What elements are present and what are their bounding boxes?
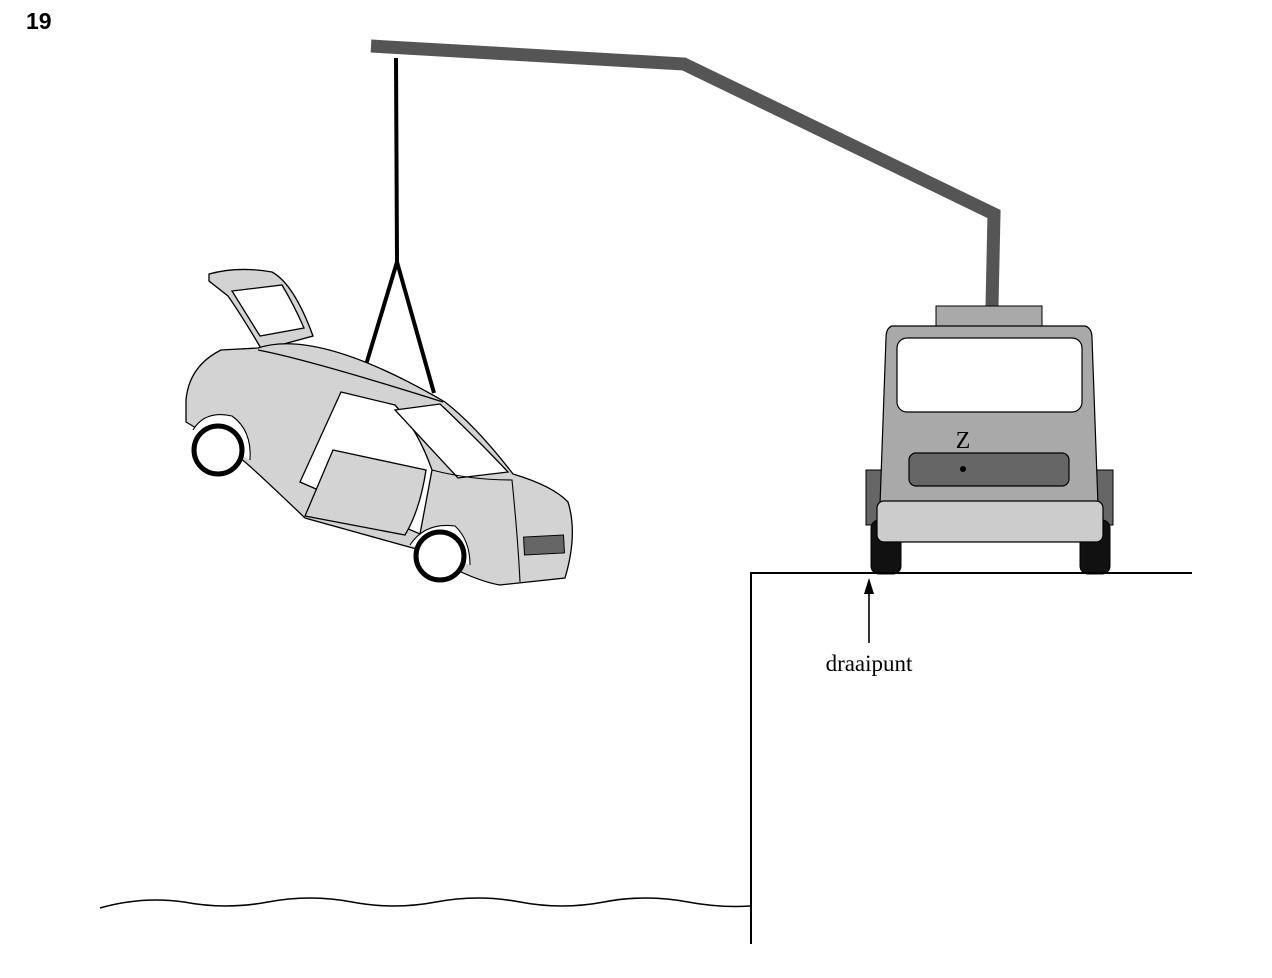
- hoist-cable: [354, 57, 436, 399]
- sling-right: [395, 261, 436, 394]
- truck-roof-mount: [935, 305, 1043, 329]
- truck-bumper: [876, 500, 1104, 543]
- pivot-label: draaipunt: [826, 651, 913, 676]
- center-of-gravity-point: [960, 466, 966, 472]
- pivot-marker: draaipunt: [826, 578, 913, 676]
- main-cable: [394, 57, 399, 263]
- water-surface: [99, 897, 751, 909]
- car-roof-line: [257, 349, 444, 403]
- car-rear-window: [230, 284, 305, 337]
- car-front-wheel: [413, 529, 467, 583]
- truck: Z: [865, 305, 1114, 575]
- quay: [750, 572, 1192, 944]
- crane-boom: [370, 39, 1001, 307]
- truck-panel: [908, 452, 1070, 487]
- car-sill-line: [431, 469, 521, 583]
- car-side-window: [393, 403, 510, 479]
- car-headlight: [523, 534, 565, 556]
- crane-arm: [370, 39, 1001, 307]
- pivot-arrow-head: [864, 578, 874, 594]
- truck-window: [896, 337, 1083, 413]
- center-of-gravity-label: Z: [956, 428, 971, 454]
- hanging-car: [185, 268, 573, 586]
- car-open-door: [304, 449, 427, 536]
- figure-number: 19: [26, 8, 52, 34]
- car-rear-wheel: [191, 423, 245, 477]
